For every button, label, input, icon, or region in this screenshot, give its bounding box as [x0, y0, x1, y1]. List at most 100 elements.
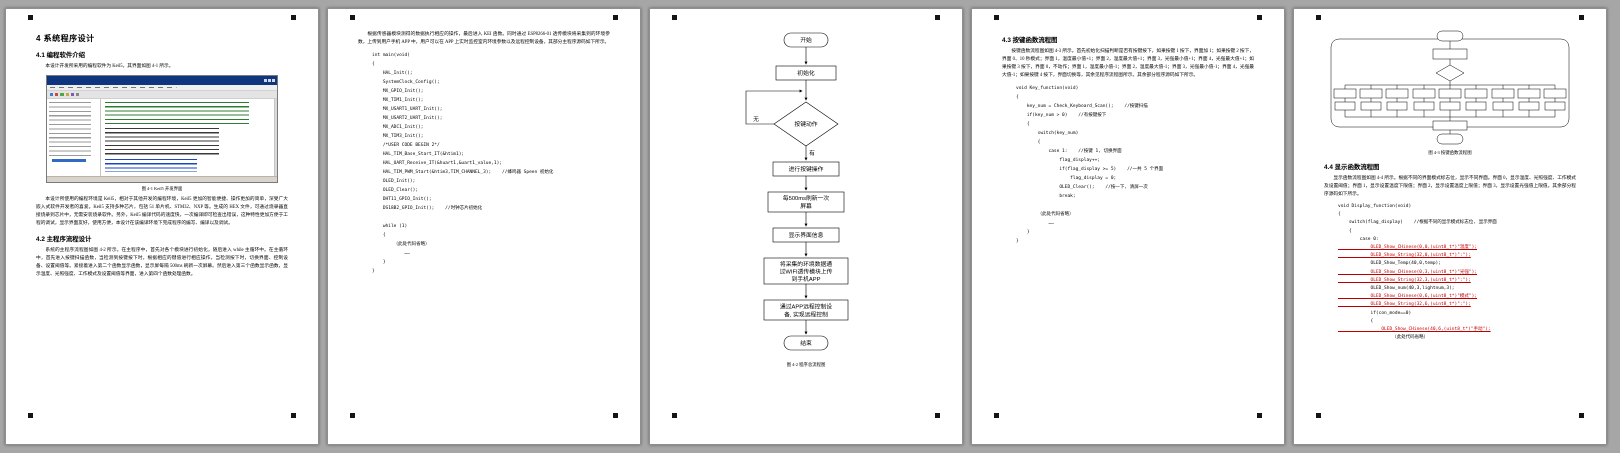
keil-project-tree [47, 99, 101, 176]
code-line: OLED_Show_String(32,3,(uint8_t*)":"); [1338, 277, 1471, 283]
margin-mark-icon [1257, 15, 1262, 20]
flow-end-node [783, 335, 829, 351]
code-line: …… [1016, 221, 1054, 226]
flow-label: 将采集的环境数据通 [780, 260, 832, 268]
code-line: switch(flag_display) //根据不同的显示模式标志位, 显示界… [1338, 220, 1497, 226]
flow-decision-node [1435, 64, 1465, 82]
margin-mark-icon [1579, 413, 1584, 418]
flow-branch-label: 有 [809, 149, 815, 157]
code-line: } [372, 269, 375, 274]
page-5: 图 4-3 按键函数流程图 4.4 显示函数流程图 显示函数流程图如图 4-4 … [1293, 8, 1607, 445]
code-line: int main(void) [372, 53, 410, 58]
code-line: OLED_Show_String(32,0,(uint8_t*)":"); [1338, 253, 1471, 259]
margin-mark-icon [672, 413, 677, 418]
paragraph: 本设计开发所采用的编程软件为 Keil5，其界面如图 4-1 所示。 [45, 64, 174, 69]
main-code-block: int main(void) { HAL_Init(); SystemClock… [358, 51, 610, 276]
figure-caption: 图 4-3 按键函数流程图 [1428, 150, 1472, 155]
toolbar-icon [70, 92, 74, 97]
figure-4-1: 图 4-1 Keil5 开发界面 [36, 75, 288, 192]
margin-mark-icon [291, 15, 296, 20]
code-line: MX_USART1_UART_Init(); [372, 107, 443, 112]
code-line: MX_GPIO_Init(); [372, 89, 424, 94]
code-line: while (1) [372, 224, 408, 229]
code-line: OLED_Show_CHinese(0,3,(uint8_t*)"光强"); [1338, 269, 1478, 275]
flow-label: 开始 [800, 36, 812, 44]
section-heading-4-4: 4.4 显示函数流程图 [1324, 164, 1380, 171]
code-line: OLED_Show_num(40,3,lightnum,3); [1338, 286, 1455, 292]
flow-merge-node [1432, 120, 1468, 131]
code-line: OLED_Show_CHinese(0,6,(uint8_t*)"模式"); [1338, 294, 1478, 300]
keyword-lines [105, 159, 197, 173]
code-line: HAL_Init(); [372, 71, 413, 76]
margin-mark-icon [994, 15, 999, 20]
code-line: OLED_Show_CHinese(0,0,(uint8_t*)"温度"); [1338, 245, 1478, 251]
keil-toolbar [47, 91, 277, 99]
code-line: （此处代码省略） [1016, 212, 1074, 217]
code-line [1016, 201, 1254, 210]
paragraph: 本设计所使用的编程环境是 Keil5，相对于其他开发的编程环境，Keil5 更加… [36, 197, 288, 226]
keil-ide-screenshot [46, 75, 278, 183]
code-line: …… [372, 251, 410, 256]
code-line: void Key_function(void) [1016, 86, 1079, 91]
code-line: { [1338, 228, 1352, 234]
page-3: 开始 初始化 按键动作 无 有 进行按键操作 每500ms刷新一次 屏幕 显示界… [649, 8, 963, 445]
paragraph: 根据传感器模块测得的数据执行相应的操作，最后进入 KEI 函数。同时通过 ESP… [358, 32, 610, 45]
code-line: { [1016, 95, 1019, 100]
code-line: HAL_TIM_Base_Start_IT(&htim1); [372, 152, 465, 157]
code-line: { [1338, 212, 1341, 218]
figure-caption: 图 4-2 程序总流程图 [786, 362, 826, 367]
margin-mark-icon [350, 15, 355, 20]
margin-mark-icon [1257, 413, 1262, 418]
code-line: if(key_num > 0) //有按键按下 [1016, 113, 1107, 118]
flow-label: 过WIFI透传模块上传 [780, 268, 833, 276]
flow-no-loop [745, 89, 803, 125]
margin-mark-icon [28, 413, 33, 418]
toolbar-icon [50, 92, 54, 97]
margin-mark-icon [1316, 15, 1321, 20]
keil-code-editor [101, 99, 274, 176]
section-heading-4-2: 4.2 主程序流程设计 [36, 236, 92, 243]
chapter-heading: 4 系统程序设计 [36, 34, 95, 43]
toolbar-icon [75, 92, 80, 97]
margin-mark-icon [1579, 15, 1584, 20]
code-line: } [1016, 230, 1030, 235]
paragraph: 按键函数流程图如图 4-3 所示。首先初始化扫描判断是否有按键按下，如果按键 1… [1002, 49, 1254, 78]
keil-menubar [47, 85, 277, 91]
code-line: { [1338, 318, 1374, 324]
margin-mark-icon [935, 15, 940, 20]
section-heading-4-1: 4.1 编程软件介绍 [36, 52, 86, 59]
code-line: break; [1016, 194, 1076, 199]
flow-label: 到手机APP [792, 275, 821, 283]
figure-caption: 图 4-1 Keil5 开发界面 [141, 186, 183, 191]
code-line: SystemClock_Config(); [372, 80, 440, 85]
margin-mark-icon [350, 413, 355, 418]
code-line: OLED_Show_Temp(40,0,temp); [1338, 261, 1441, 267]
code-line: MX_TIM1_Init(); [372, 98, 424, 103]
code-line: /*USER CODE BEGIN 2*/ [372, 143, 440, 148]
code-line: } [1016, 239, 1019, 244]
code-line: void Display_function(void) [1338, 204, 1412, 209]
code-line: { [372, 62, 375, 67]
margin-mark-icon [613, 15, 618, 20]
flow-label: 每500ms刷新一次 [783, 194, 830, 202]
code-line: MX_TIM3_Init(); [372, 134, 424, 139]
margin-mark-icon [672, 15, 677, 20]
code-line: case 1: //按键 1, 切换界面 [1016, 149, 1122, 154]
main-flowchart: 开始 初始化 按键动作 无 有 进行按键操作 每500ms刷新一次 屏幕 显示界… [745, 32, 849, 351]
flow-label: 进行按键操作 [789, 165, 824, 173]
code-line: DS18B2_GPIO_Init(); //时钟芯片初始化 [372, 206, 483, 211]
code-lines [105, 128, 219, 158]
code-line: { [1016, 140, 1041, 145]
toolbar-icon [65, 92, 69, 97]
scrollbar [274, 99, 277, 176]
display-function-code-block: void Display_function(void) { switch(fla… [1324, 203, 1576, 342]
code-line: if(flag_display >= 5) //一共 5 个界面 [1016, 167, 1164, 172]
close-icon [272, 79, 275, 82]
minimize-icon [264, 79, 267, 82]
code-line: OLED_Clear(); //按一下, 清屏一次 [1016, 185, 1148, 190]
code-line: MX_USART2_UART_Init(); [372, 116, 443, 121]
page-1: 4 系统程序设计 4.1 编程软件介绍 本设计开发所采用的编程软件为 Keil5… [5, 8, 319, 445]
code-line: MX_ADC1_Init(); [372, 125, 424, 130]
flow-label: 显示界面信息 [789, 231, 824, 239]
code-line: } [372, 260, 386, 265]
